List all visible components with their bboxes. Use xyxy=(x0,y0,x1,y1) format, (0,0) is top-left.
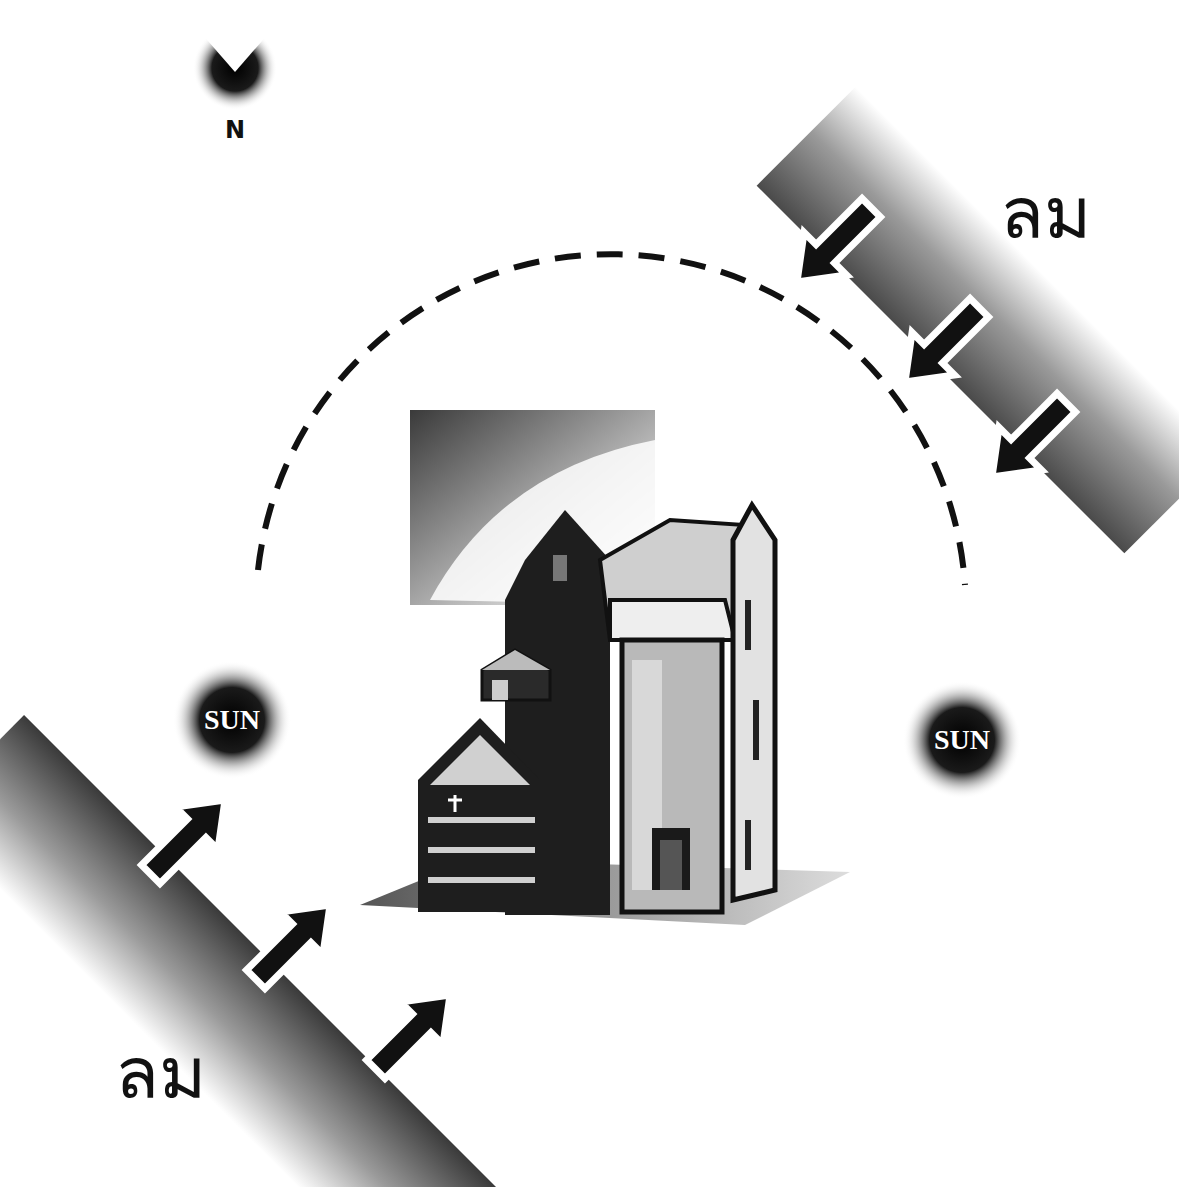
north-label: N xyxy=(225,116,245,144)
wind-label: ลม xyxy=(1000,155,1091,270)
sun-disc xyxy=(903,681,1021,799)
wind-band xyxy=(757,87,1179,554)
sun-circle: SUN xyxy=(903,681,1021,799)
north-symbol xyxy=(188,18,282,110)
sun-label: SUN xyxy=(903,724,1021,756)
building-illustration xyxy=(360,410,850,925)
wind-label: ลม xyxy=(115,1015,206,1130)
sun-circle: SUN xyxy=(173,661,291,779)
sun-disc xyxy=(173,661,291,779)
sun-label: SUN xyxy=(173,704,291,736)
